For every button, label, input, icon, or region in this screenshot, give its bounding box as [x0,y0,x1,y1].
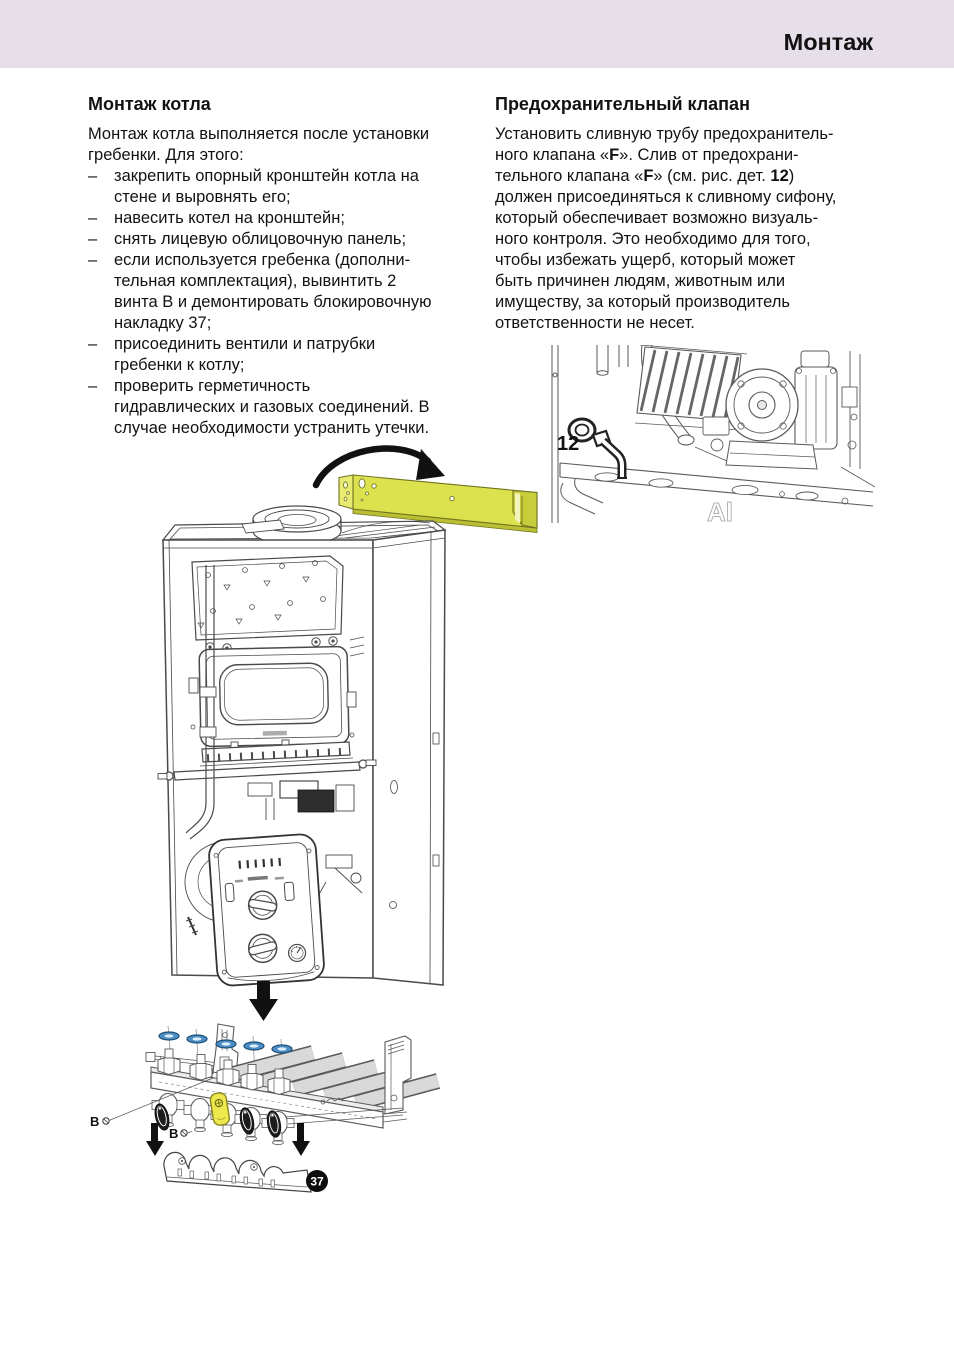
list-item: –снять лицевую облицовочную панель; [88,229,484,250]
bullet-text: закрепить опорный кронштейн котла на сте… [114,166,419,206]
manifold-line-art [102,1023,441,1193]
list-item: –присоединить вентили и патрубки гребенк… [88,334,484,376]
svg-text:37: 37 [310,1175,324,1189]
list-item: –навесить котел на кронштейн; [88,208,484,229]
bullet-marker: – [88,250,98,269]
air-box-panel [191,555,344,641]
boiler-internals-line-art: Al [551,345,875,525]
list-item: –закрепить опорный кронштейн котла на ст… [88,166,484,208]
header-band: Монтаж [0,0,954,68]
indicator-lights [238,857,282,869]
brand-watermark: Al [707,497,733,525]
bullet-marker: – [88,229,98,248]
base-chassis [559,462,874,507]
pressure-gauge [287,943,307,963]
right-section-heading: Предохранительный клапан [495,94,750,114]
rotate-arrow-icon [312,445,445,489]
pump-motor [794,350,838,450]
bullet-text: присоединить вентили и патрубки гребенки… [114,334,376,374]
bullet-text: если используется гребенка (дополни- тел… [114,250,432,332]
down-arrow-icon [249,981,278,1021]
safety-valve-detail-figure: Al 12 [551,345,875,525]
o-ring-gaskets [158,1031,293,1054]
badge-37: 37 [306,1170,328,1192]
mounting-bracket-highlight [338,474,538,533]
left-column: Монтаж котла Монтаж котла выполняется по… [88,94,484,439]
heating-knob [247,890,278,920]
safety-valve-highlight [567,417,627,479]
control-panel [208,833,325,987]
boiler-mounting-figure [157,445,538,1021]
bullet-marker: – [88,376,98,395]
down-arrow-icon [146,1123,310,1156]
page-title: Монтаж [783,29,873,55]
bullet-text: снять лицевую облицовочную панель; [114,229,407,248]
manifold-figure: B B 37 [90,1023,441,1193]
label-b-left: B [90,1114,99,1129]
bullet-marker: – [88,334,98,353]
bullet-text: проверить герметичность гидравлических и… [114,376,430,437]
left-section-heading: Монтаж котла [88,94,211,114]
dhw-knob [247,933,278,964]
bullet-marker: – [88,166,98,185]
blocking-plate-37 [163,1151,312,1193]
left-intro-paragraph: Монтаж котла выполняется после установки… [88,124,430,164]
label-b-center: B [169,1126,178,1141]
bullet-text: навесить котел на кронштейн; [114,208,345,227]
right-paragraph: Установить сливную трубу предохранитель-… [495,124,837,332]
combustion-chamber-door [198,645,350,748]
list-item: –проверить герметичность гидравлических … [88,376,484,439]
boiler-body-line-art [157,505,447,987]
yellow-valve-handle [209,1092,231,1126]
bullet-marker: – [88,208,98,227]
right-column: Предохранительный клапан Установить слив… [495,94,893,334]
list-item: –если используется гребенка (дополни- те… [88,250,484,334]
bullet-list: –закрепить опорный кронштейн котла на ст… [88,166,484,439]
circulation-pump [725,368,799,442]
callout-12-label: 12 [557,433,579,455]
